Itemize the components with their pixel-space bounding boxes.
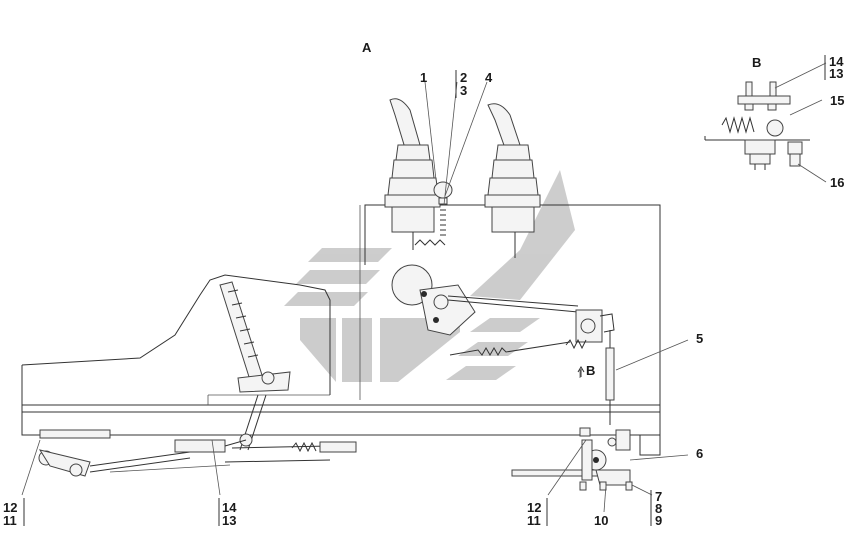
callout-8: 8: [655, 501, 662, 516]
callout-12-right: 12: [527, 500, 541, 515]
callout-11-left: 11: [3, 513, 17, 528]
callout-13-left: 13: [222, 513, 236, 528]
view-b-detail-label: B: [752, 55, 761, 70]
watermark-logo: [284, 170, 575, 382]
callout-4: 4: [485, 70, 493, 85]
left-joystick: [384, 98, 441, 250]
callout-16: 16: [830, 175, 844, 190]
callout-5: 5: [696, 331, 703, 346]
callout-10: 10: [594, 513, 608, 528]
lower-linkage: [38, 433, 357, 477]
frame-body: [21, 204, 661, 477]
pedal: [219, 281, 291, 451]
callout-14-left: 14: [222, 500, 237, 515]
callout-14-detail: 14: [829, 54, 844, 69]
view-a-label: A: [362, 40, 372, 55]
callout-9: 9: [655, 513, 662, 528]
callout-1: 1: [420, 70, 427, 85]
callout-2: 2: [460, 70, 467, 85]
right-bracket: [579, 427, 633, 491]
view-b-detail: [704, 81, 810, 170]
callout-3: 3: [460, 83, 467, 98]
callout-11-right: 11: [527, 513, 541, 528]
callout-6: 6: [696, 446, 703, 461]
callout-7: 7: [655, 489, 662, 504]
view-b-arrow-label: B: [586, 363, 595, 378]
lock-knob: [414, 181, 453, 246]
leader-lines: [21, 62, 827, 513]
callout-12-left: 12: [3, 500, 17, 515]
callout-15: 15: [830, 93, 844, 108]
callout-labels: A B B 1 2 3 4 5 6 7 8 9 10 12 11 14 13 1…: [3, 40, 844, 528]
right-joystick: [484, 103, 541, 258]
callout-13-detail: 13: [829, 66, 843, 81]
lever-mechanism: [391, 264, 615, 425]
